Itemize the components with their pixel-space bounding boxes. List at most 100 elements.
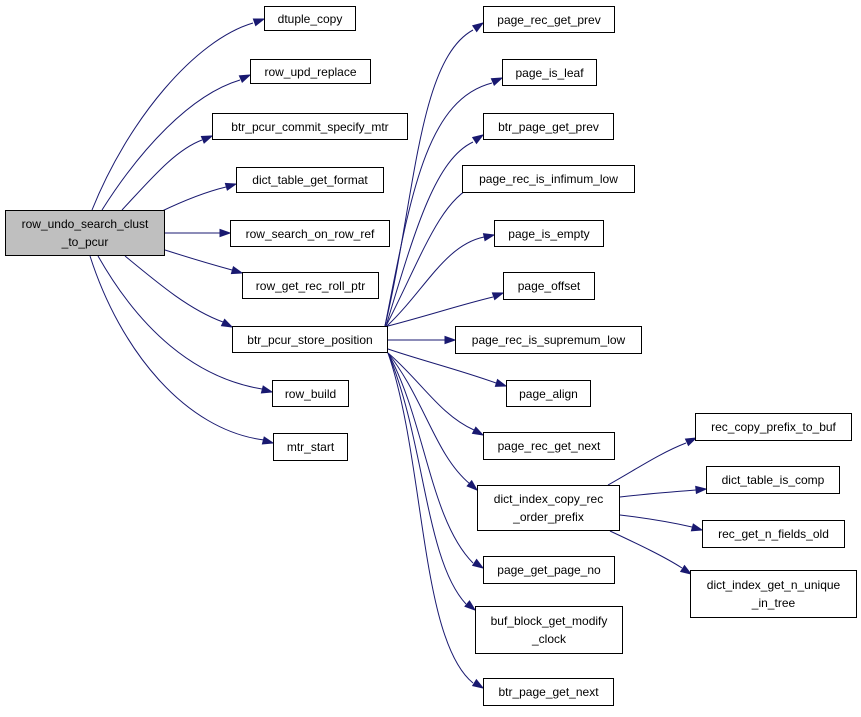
call-edge-line bbox=[384, 82, 493, 327]
node-page-is-empty[interactable]: page_is_empty bbox=[494, 220, 604, 247]
call-edge bbox=[91, 18, 266, 211]
call-edge bbox=[388, 335, 457, 345]
call-edge-line bbox=[607, 442, 687, 486]
call-edge-arrowhead bbox=[466, 479, 479, 491]
node-label-line: page_is_empty bbox=[508, 226, 590, 241]
node-row-get-rec-roll-ptr[interactable]: row_get_rec_roll_ptr bbox=[242, 272, 379, 299]
call-edge-line bbox=[91, 22, 254, 211]
call-edge-arrowhead bbox=[491, 292, 505, 301]
call-edge-line bbox=[619, 489, 697, 498]
node-row-upd-replace[interactable]: row_upd_replace bbox=[250, 59, 371, 84]
call-edge bbox=[97, 255, 274, 394]
call-edge-arrowhead bbox=[684, 437, 698, 447]
call-edge-line bbox=[101, 79, 241, 211]
call-edge-line bbox=[386, 236, 485, 327]
node-row-undo-search-clust-to-pcur[interactable]: row_undo_search_clust_to_pcur bbox=[5, 210, 165, 256]
call-edge-arrowhead bbox=[261, 436, 275, 445]
node-label-line: dict_table_get_format bbox=[252, 173, 368, 187]
call-edge-line bbox=[121, 139, 203, 211]
call-edge bbox=[164, 249, 244, 275]
node-dict-index-get-n-unique-in-tree[interactable]: dict_index_get_n_unique_in_tree bbox=[690, 570, 857, 618]
call-edge-line bbox=[124, 255, 224, 323]
call-edge-arrowhead bbox=[695, 485, 708, 495]
node-label-line: buf_block_get_modify bbox=[490, 614, 608, 628]
node-dict-index-copy-rec-order-prefix[interactable]: dict_index_copy_rec_order_prefix bbox=[477, 485, 620, 531]
node-label-line: _order_prefix bbox=[513, 510, 584, 524]
call-edge bbox=[385, 134, 485, 327]
call-edge-arrowhead bbox=[471, 678, 485, 689]
call-edge bbox=[387, 292, 505, 327]
node-label-line: btr_page_get_next bbox=[498, 685, 599, 699]
node-label-line: row_search_on_row_ref bbox=[245, 226, 375, 241]
node-dict-table-get-format[interactable]: dict_table_get_format bbox=[236, 167, 384, 193]
node-label-line: page_align bbox=[519, 386, 578, 401]
node-label-line: rec_copy_prefix_to_buf bbox=[711, 420, 836, 434]
call-edge bbox=[387, 352, 479, 491]
call-edge-line bbox=[97, 255, 263, 390]
call-edge-arrowhead bbox=[200, 135, 214, 144]
node-buf-block-get-modify-clock[interactable]: buf_block_get_modify_clock bbox=[475, 606, 623, 654]
node-page-rec-get-prev[interactable]: page_rec_get_prev bbox=[483, 6, 615, 33]
call-edge bbox=[386, 233, 496, 327]
node-label-line: btr_pcur_commit_specify_mtr bbox=[231, 119, 389, 134]
call-edge-line bbox=[387, 352, 474, 684]
call-edge-arrowhead bbox=[471, 426, 485, 436]
node-label-line: page_rec_get_next bbox=[497, 439, 601, 453]
node-rec-copy-prefix-to-buf[interactable]: rec_copy_prefix_to_buf bbox=[695, 413, 852, 441]
call-edge-line bbox=[387, 352, 474, 564]
call-edge bbox=[101, 74, 252, 211]
call-edge-line bbox=[387, 352, 475, 431]
call-edge-line bbox=[387, 296, 494, 327]
node-page-align[interactable]: page_align bbox=[506, 380, 591, 407]
call-edge-line bbox=[164, 249, 233, 271]
call-edge bbox=[384, 77, 504, 327]
call-edge bbox=[607, 437, 698, 486]
call-edge-arrowhead bbox=[230, 265, 244, 275]
call-edge bbox=[89, 255, 275, 445]
call-edge-line bbox=[387, 352, 467, 605]
node-dtuple-copy[interactable]: dtuple_copy bbox=[264, 6, 356, 31]
node-btr-pcur-commit-specify-mtr[interactable]: btr_pcur_commit_specify_mtr bbox=[212, 113, 408, 140]
node-row-search-on-row-ref[interactable]: row_search_on_row_ref bbox=[230, 220, 390, 247]
call-edge-arrowhead bbox=[471, 134, 485, 145]
call-edge bbox=[124, 255, 234, 328]
node-label-line: mtr_start bbox=[286, 440, 335, 454]
node-label-line: row_build bbox=[284, 386, 337, 401]
node-btr-page-get-prev[interactable]: btr_page_get_prev bbox=[483, 113, 614, 140]
node-btr-pcur-store-position[interactable]: btr_pcur_store_position bbox=[232, 326, 388, 353]
call-edge bbox=[387, 352, 485, 689]
node-label-line: page_rec_is_supremum_low bbox=[471, 333, 626, 347]
node-rec-get-n-fields-old[interactable]: rec_get_n_fields_old bbox=[702, 520, 845, 548]
call-edge-arrowhead bbox=[482, 233, 496, 242]
call-edge bbox=[619, 485, 708, 498]
node-page-offset[interactable]: page_offset bbox=[503, 272, 595, 300]
node-row-build[interactable]: row_build bbox=[272, 380, 349, 407]
call-edge bbox=[387, 352, 485, 436]
node-page-rec-is-infimum-low[interactable]: page_rec_is_infimum_low bbox=[462, 165, 635, 193]
call-edge-arrowhead bbox=[679, 564, 693, 575]
node-label-line: dict_index_get_n_unique bbox=[706, 578, 841, 592]
call-edge-line bbox=[385, 185, 475, 327]
node-label-line: row_get_rec_roll_ptr bbox=[255, 278, 366, 293]
node-label-line: btr_page_get_prev bbox=[498, 119, 599, 134]
node-page-rec-is-supremum-low[interactable]: page_rec_is_supremum_low bbox=[455, 326, 642, 354]
call-edge-arrowhead bbox=[490, 77, 504, 86]
call-edge bbox=[384, 22, 485, 327]
call-edge-arrowhead bbox=[238, 74, 252, 84]
call-edge bbox=[121, 135, 214, 211]
call-edge-line bbox=[385, 141, 474, 327]
call-edge-arrowhead bbox=[260, 385, 274, 394]
node-page-rec-get-next[interactable]: page_rec_get_next bbox=[483, 432, 615, 460]
node-page-get-page-no[interactable]: page_get_page_no bbox=[483, 556, 615, 584]
node-mtr-start[interactable]: mtr_start bbox=[273, 433, 348, 461]
node-dict-table-is-comp[interactable]: dict_table_is_comp bbox=[706, 466, 840, 494]
call-edge-line bbox=[387, 348, 497, 384]
node-page-is-leaf[interactable]: page_is_leaf bbox=[502, 59, 597, 86]
node-btr-page-get-next[interactable]: btr_page_get_next bbox=[483, 678, 614, 706]
call-edge-arrowhead bbox=[690, 523, 704, 532]
call-edge bbox=[609, 530, 693, 575]
call-edge-arrowhead bbox=[252, 18, 266, 27]
call-edge-arrowhead bbox=[471, 558, 485, 569]
